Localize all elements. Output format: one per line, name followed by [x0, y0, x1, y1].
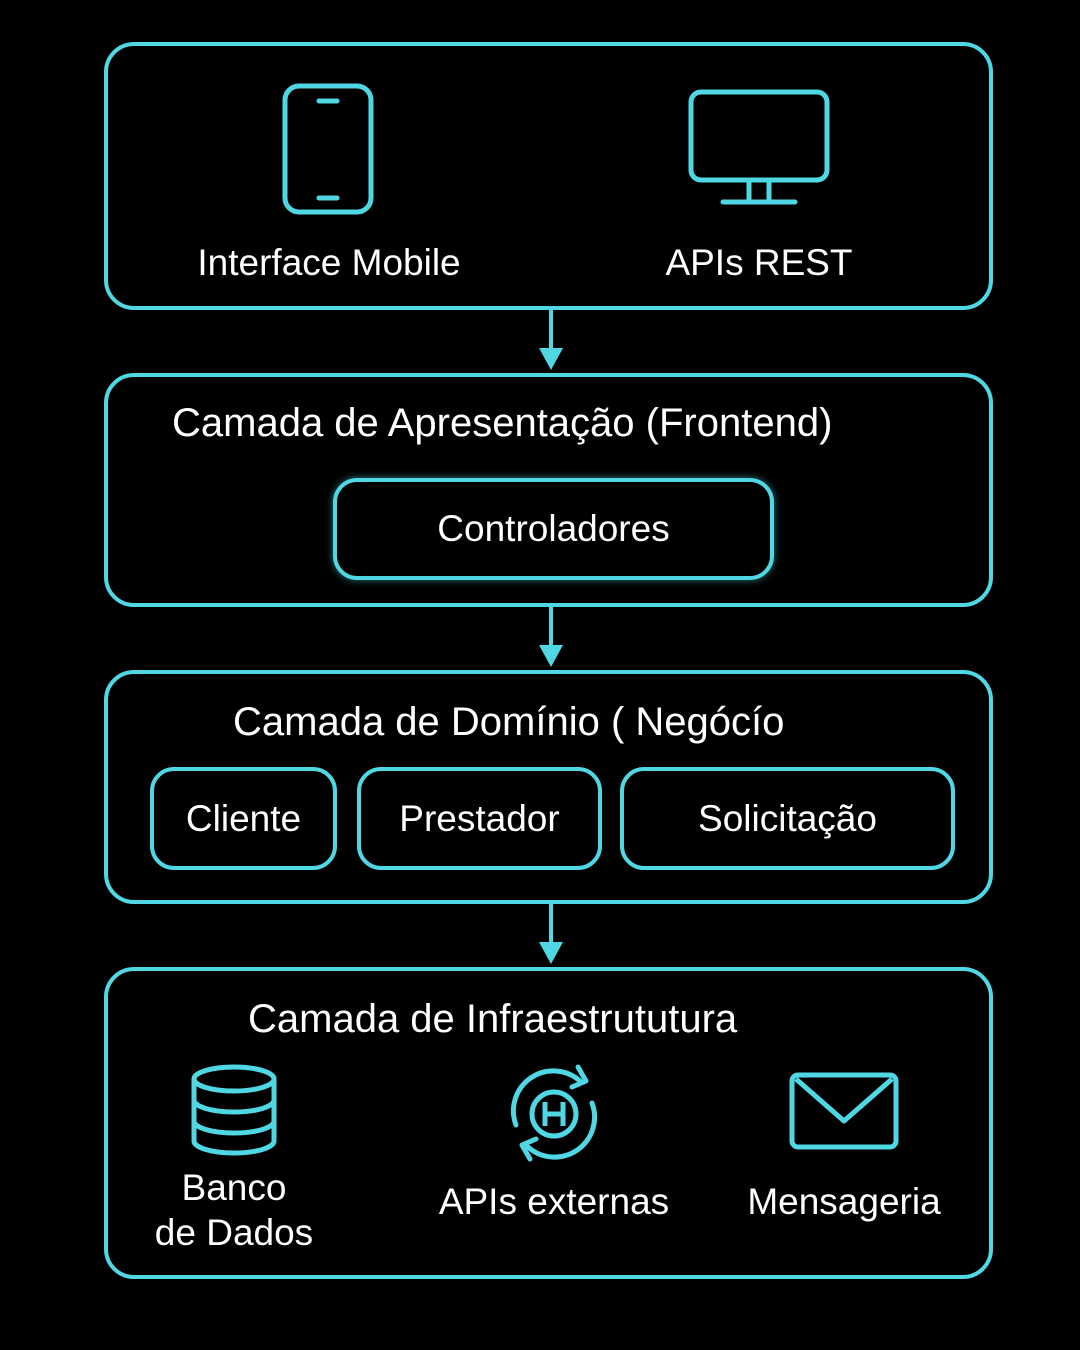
interface-mobile-item: Interface Mobile: [184, 82, 474, 286]
interface-mobile-label: Interface Mobile: [197, 242, 461, 283]
database-label-line1: Banco: [181, 1167, 287, 1208]
messaging-label: Mensageria: [747, 1181, 941, 1222]
external-apis-label: APIs externas: [438, 1181, 670, 1222]
entity-label-cliente: Cliente: [185, 797, 302, 839]
client-layer-box: Interface Mobile APIs REST: [104, 42, 993, 310]
domain-layer-box: Camada de Domínio ( Negócío Cliente Pres…: [104, 670, 993, 904]
infrastructure-layer-title: Camada de Infraestrututura: [248, 997, 738, 1041]
arrow-down-icon: [539, 607, 563, 667]
controllers-label: Controladores: [437, 508, 670, 549]
external-apis-item: APIs externas: [424, 1059, 684, 1225]
api-sync-icon: [502, 1059, 606, 1167]
domain-layer-title: Camada de Domínio ( Negócío: [233, 700, 785, 744]
controllers-box: Controladores: [333, 478, 774, 580]
entity-label-prestador: Prestador: [399, 797, 560, 839]
entity-box-solicitacao: Solicitação: [620, 767, 955, 870]
envelope-icon: [788, 1071, 900, 1151]
apis-rest-item: APIs REST: [634, 88, 884, 286]
database-icon: [189, 1063, 279, 1157]
monitor-icon: [687, 88, 831, 208]
infrastructure-layer-box: Camada de Infraestrututura Banco de Dado…: [104, 967, 993, 1279]
database-item: Banco de Dados: [134, 1063, 334, 1255]
arrow-down-icon: [539, 310, 563, 370]
database-label-line2: de Dados: [154, 1212, 314, 1253]
presentation-layer-box: Camada de Apresentação (Frontend) Contro…: [104, 373, 993, 607]
entity-label-solicitacao: Solicitação: [698, 797, 877, 839]
entity-box-cliente: Cliente: [150, 767, 337, 870]
arrow-down-icon: [539, 904, 563, 964]
smartphone-icon: [281, 82, 377, 218]
apis-rest-label: APIs REST: [665, 242, 853, 283]
presentation-layer-title: Camada de Apresentação (Frontend): [172, 401, 833, 445]
entity-box-prestador: Prestador: [357, 767, 602, 870]
messaging-item: Mensageria: [724, 1071, 964, 1225]
